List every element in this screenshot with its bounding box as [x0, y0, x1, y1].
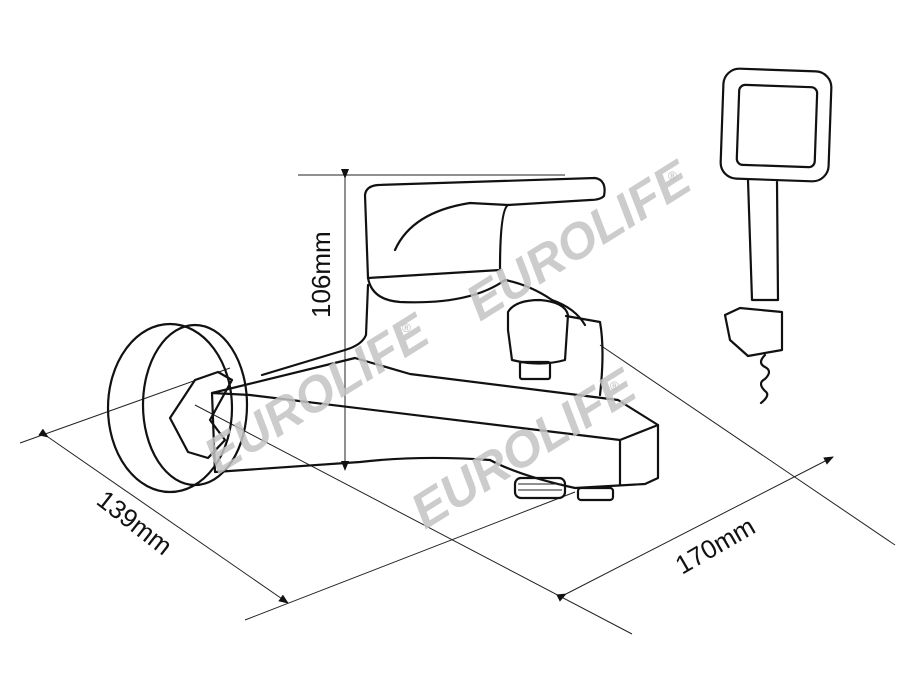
wall-nut: [168, 370, 234, 460]
diverter-knob: [506, 298, 570, 365]
aerator: [513, 476, 567, 500]
length-extension-line-right: [599, 344, 896, 546]
registered-mark: ®: [610, 379, 619, 393]
depth-extension-line-bottom: [244, 491, 576, 621]
hand-shower: [719, 67, 833, 405]
shower-holder: [723, 306, 784, 358]
shower-hose: [759, 353, 771, 405]
length-dimension-line: [556, 456, 834, 602]
height-label: 106mm: [306, 231, 336, 318]
registered-mark: ®: [402, 321, 411, 335]
length-label: 170mm: [670, 511, 760, 580]
faucet-body: [168, 176, 660, 502]
registered-mark: ®: [668, 169, 677, 183]
wall-rosette: [106, 322, 249, 494]
lever-handle: [363, 176, 606, 280]
depth-label: 139mm: [91, 484, 178, 561]
watermark-logo: EUROLIFE: [456, 149, 701, 331]
spout: [210, 356, 660, 490]
dimension-lines: [19, 169, 896, 635]
depth-dimension-line: [38, 428, 289, 604]
